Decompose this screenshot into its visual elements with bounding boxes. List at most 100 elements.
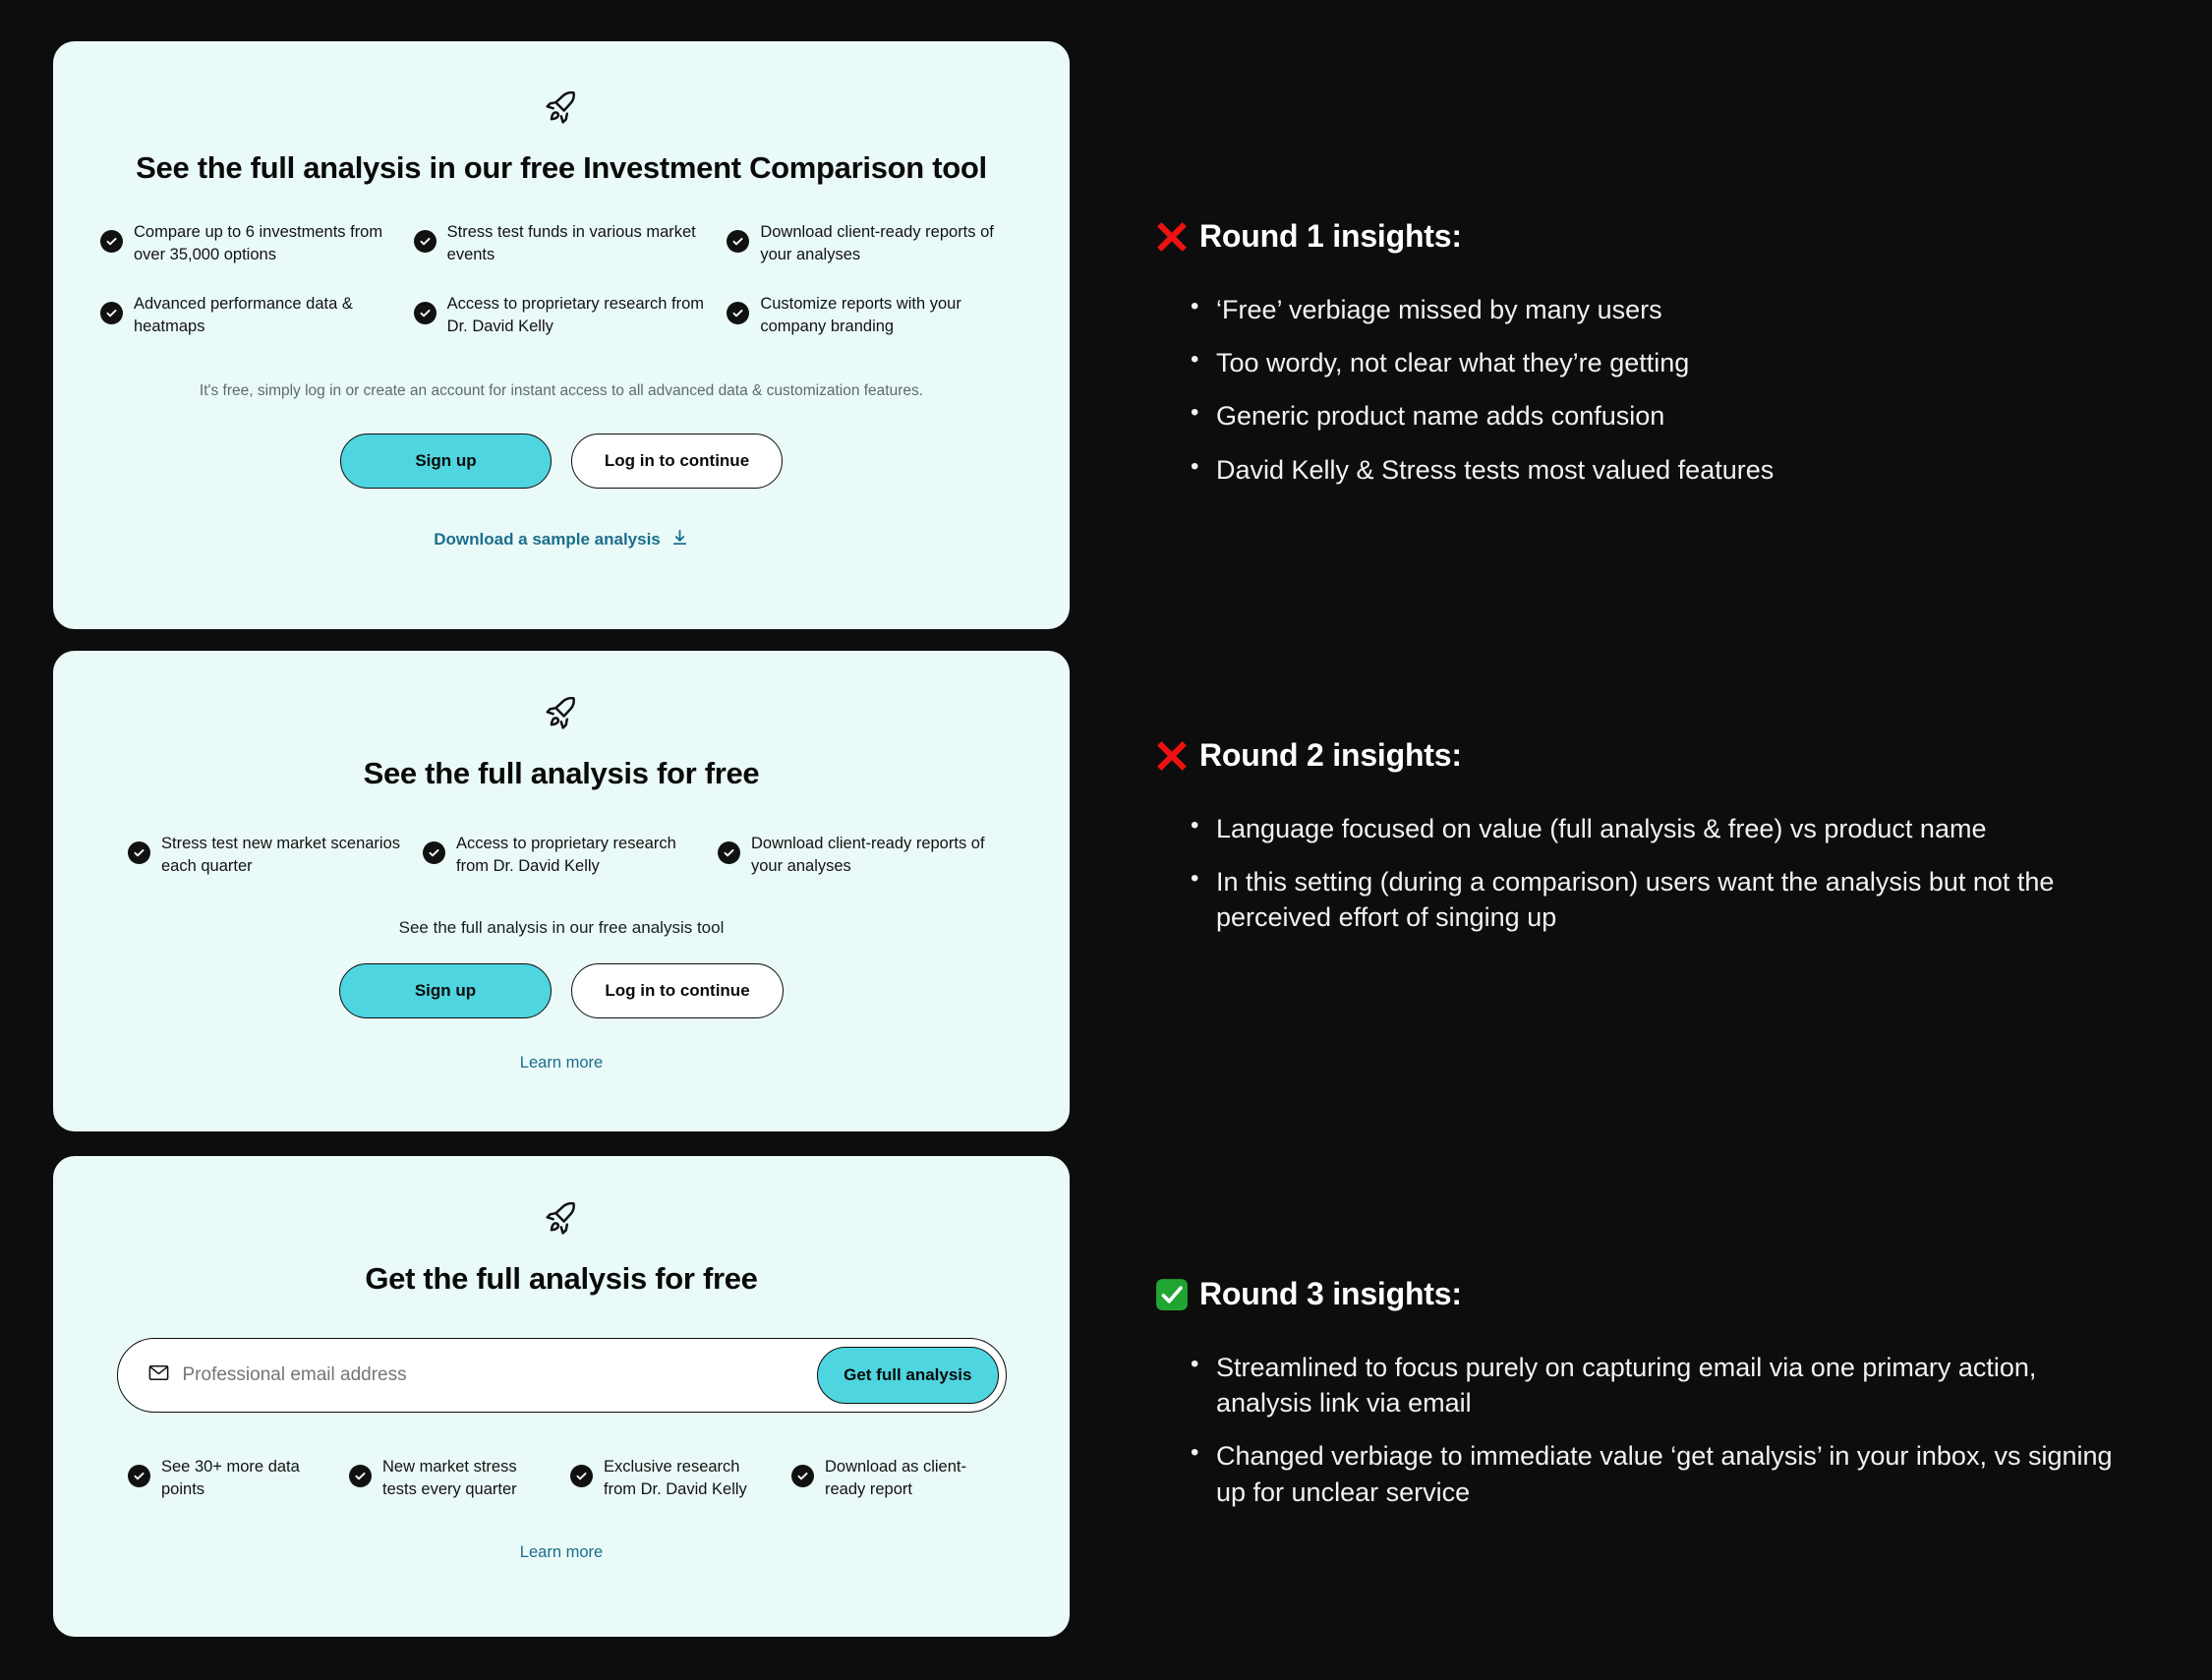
email-input-wrap[interactable] — [147, 1361, 818, 1389]
insight-bullet: David Kelly & Stress tests most valued f… — [1191, 451, 2128, 488]
check-icon — [100, 230, 123, 253]
learn-more-link[interactable]: Learn more — [519, 1542, 604, 1561]
sign-up-button[interactable]: Sign up — [340, 433, 552, 489]
insight-bullet: Too wordy, not clear what they’re gettin… — [1191, 344, 2128, 380]
card3-title: Get the full analysis for free — [365, 1261, 758, 1296]
rocket-icon — [542, 88, 581, 133]
feature-label: Download client-ready reports of your an… — [760, 223, 994, 264]
download-link-label: Download a sample analysis — [434, 529, 661, 549]
red-x-icon — [1155, 220, 1189, 254]
feature-item: Download as client-ready report — [791, 1456, 995, 1502]
feature-label: Customize reports with your company bran… — [760, 294, 961, 336]
feature-label: Compare up to 6 investments from over 35… — [134, 223, 383, 264]
check-icon — [791, 1465, 814, 1487]
feature-item: Advanced performance data & heatmaps — [100, 293, 396, 339]
feature-label: Exclusive research from Dr. David Kelly — [604, 1458, 747, 1499]
check-icon — [570, 1465, 593, 1487]
card1-button-row: Sign up Log in to continue — [53, 433, 1070, 489]
feature-label: Download as client-ready report — [825, 1458, 966, 1499]
green-check-icon — [1155, 1278, 1189, 1311]
card3-features: See 30+ more data points New market stre… — [53, 1456, 1070, 1502]
insights-round-3: Round 3 insights: Streamlined to focus p… — [1155, 1276, 2128, 1528]
feature-item: Access to proprietary research from Dr. … — [413, 293, 710, 339]
feature-label: Access to proprietary research from Dr. … — [446, 294, 704, 336]
card2-sub-line: See the full analysis in our free analys… — [398, 917, 725, 937]
feature-label: Stress test new market scenarios each qu… — [161, 835, 401, 876]
download-icon — [670, 528, 689, 551]
feature-item: Exclusive research from Dr. David Kelly — [570, 1456, 774, 1502]
feature-item: Customize reports with your company bran… — [727, 293, 1022, 339]
check-icon — [413, 230, 437, 253]
feature-label: Advanced performance data & heatmaps — [134, 294, 353, 336]
insights-round-2-header: Round 2 insights: — [1155, 737, 2128, 774]
mock-cards-column: See the full analysis in our free Invest… — [53, 41, 1070, 1637]
feature-item: Download client-ready reports of your an… — [718, 833, 995, 879]
learn-more-link[interactable]: Learn more — [519, 1053, 604, 1072]
email-capture-row: Get full analysis — [53, 1338, 1070, 1413]
log-in-button[interactable]: Log in to continue — [571, 433, 783, 489]
insight-bullet: ‘Free’ verbiage missed by many users — [1191, 291, 2128, 327]
card3-learn-more-row: Learn more — [53, 1543, 1070, 1562]
insights-round-3-title: Round 3 insights: — [1199, 1276, 1462, 1311]
card2-features: Stress test new market scenarios each qu… — [53, 833, 1070, 879]
feature-item: Compare up to 6 investments from over 35… — [100, 221, 396, 267]
card3-icon-wrap — [53, 1156, 1070, 1244]
email-input[interactable] — [182, 1364, 818, 1386]
card1-download-row: Download a sample analysis — [53, 528, 1070, 551]
insights-round-3-list: Streamlined to focus purely on capturing… — [1155, 1349, 2128, 1510]
insight-bullet: Streamlined to focus purely on capturing… — [1191, 1349, 2128, 1420]
feature-item: Stress test new market scenarios each qu… — [128, 833, 405, 879]
feature-item: Download client-ready reports of your an… — [727, 221, 1022, 267]
feature-label: Download client-ready reports of your an… — [751, 835, 985, 876]
feature-item: Access to proprietary research from Dr. … — [423, 833, 700, 879]
feature-item: Stress test funds in various market even… — [413, 221, 710, 267]
get-full-analysis-button[interactable]: Get full analysis — [817, 1347, 999, 1404]
signup-card-round-1: See the full analysis in our free Invest… — [53, 41, 1070, 629]
insights-round-1: Round 1 insights: ‘Free’ verbiage missed… — [1155, 218, 2128, 505]
insights-round-2-title: Round 2 insights: — [1199, 737, 1462, 773]
insights-round-2: Round 2 insights: Language focused on va… — [1155, 737, 2128, 954]
red-x-icon — [1155, 739, 1189, 773]
insights-round-1-title: Round 1 insights: — [1199, 218, 1462, 254]
rocket-icon — [542, 1199, 581, 1244]
check-icon — [128, 1465, 150, 1487]
insight-bullet: In this setting (during a comparison) us… — [1191, 863, 2128, 935]
check-icon — [718, 841, 740, 864]
feature-label: Access to proprietary research from Dr. … — [456, 835, 676, 876]
feature-label: New market stress tests every quarter — [382, 1458, 517, 1499]
log-in-button[interactable]: Log in to continue — [571, 962, 784, 1018]
sign-up-button[interactable]: Sign up — [339, 962, 552, 1018]
card2-button-row: Sign up Log in to continue — [53, 962, 1070, 1018]
card2-learn-more-row: Learn more — [53, 1054, 1070, 1072]
feature-label: See 30+ more data points — [161, 1458, 300, 1499]
check-icon — [100, 301, 123, 324]
check-icon — [128, 841, 150, 864]
rocket-icon — [542, 694, 581, 738]
card1-title: See the full analysis in our free Invest… — [136, 150, 987, 185]
card1-icon-wrap — [53, 41, 1070, 133]
check-icon — [349, 1465, 372, 1487]
insights-round-1-header: Round 1 insights: — [1155, 218, 2128, 255]
download-sample-analysis-link[interactable]: Download a sample analysis — [434, 528, 689, 551]
insight-bullet: Generic product name adds confusion — [1191, 397, 2128, 434]
feature-label: Stress test funds in various market even… — [446, 223, 696, 264]
check-icon — [727, 230, 750, 253]
check-icon — [413, 301, 437, 324]
check-icon — [727, 301, 750, 324]
card2-title: See the full analysis for free — [363, 756, 760, 790]
insights-round-1-list: ‘Free’ verbiage missed by many users Too… — [1155, 291, 2128, 488]
signup-card-round-2: See the full analysis for free Stress te… — [53, 651, 1070, 1131]
card1-features: Compare up to 6 investments from over 35… — [53, 221, 1070, 339]
feature-item: New market stress tests every quarter — [349, 1456, 553, 1502]
check-icon — [423, 841, 445, 864]
signup-card-round-3: Get the full analysis for free Get full … — [53, 1156, 1070, 1637]
feature-item: See 30+ more data points — [128, 1456, 331, 1502]
insight-bullet: Language focused on value (full analysis… — [1191, 810, 2128, 846]
card2-icon-wrap — [53, 651, 1070, 738]
mail-icon — [147, 1361, 170, 1389]
insights-round-3-header: Round 3 insights: — [1155, 1276, 2128, 1312]
card1-fine-print: It's free, simply log in or create an ac… — [199, 381, 924, 399]
email-capture-bar[interactable]: Get full analysis — [116, 1338, 1007, 1413]
insight-bullet: Changed verbiage to immediate value ‘get… — [1191, 1437, 2128, 1509]
